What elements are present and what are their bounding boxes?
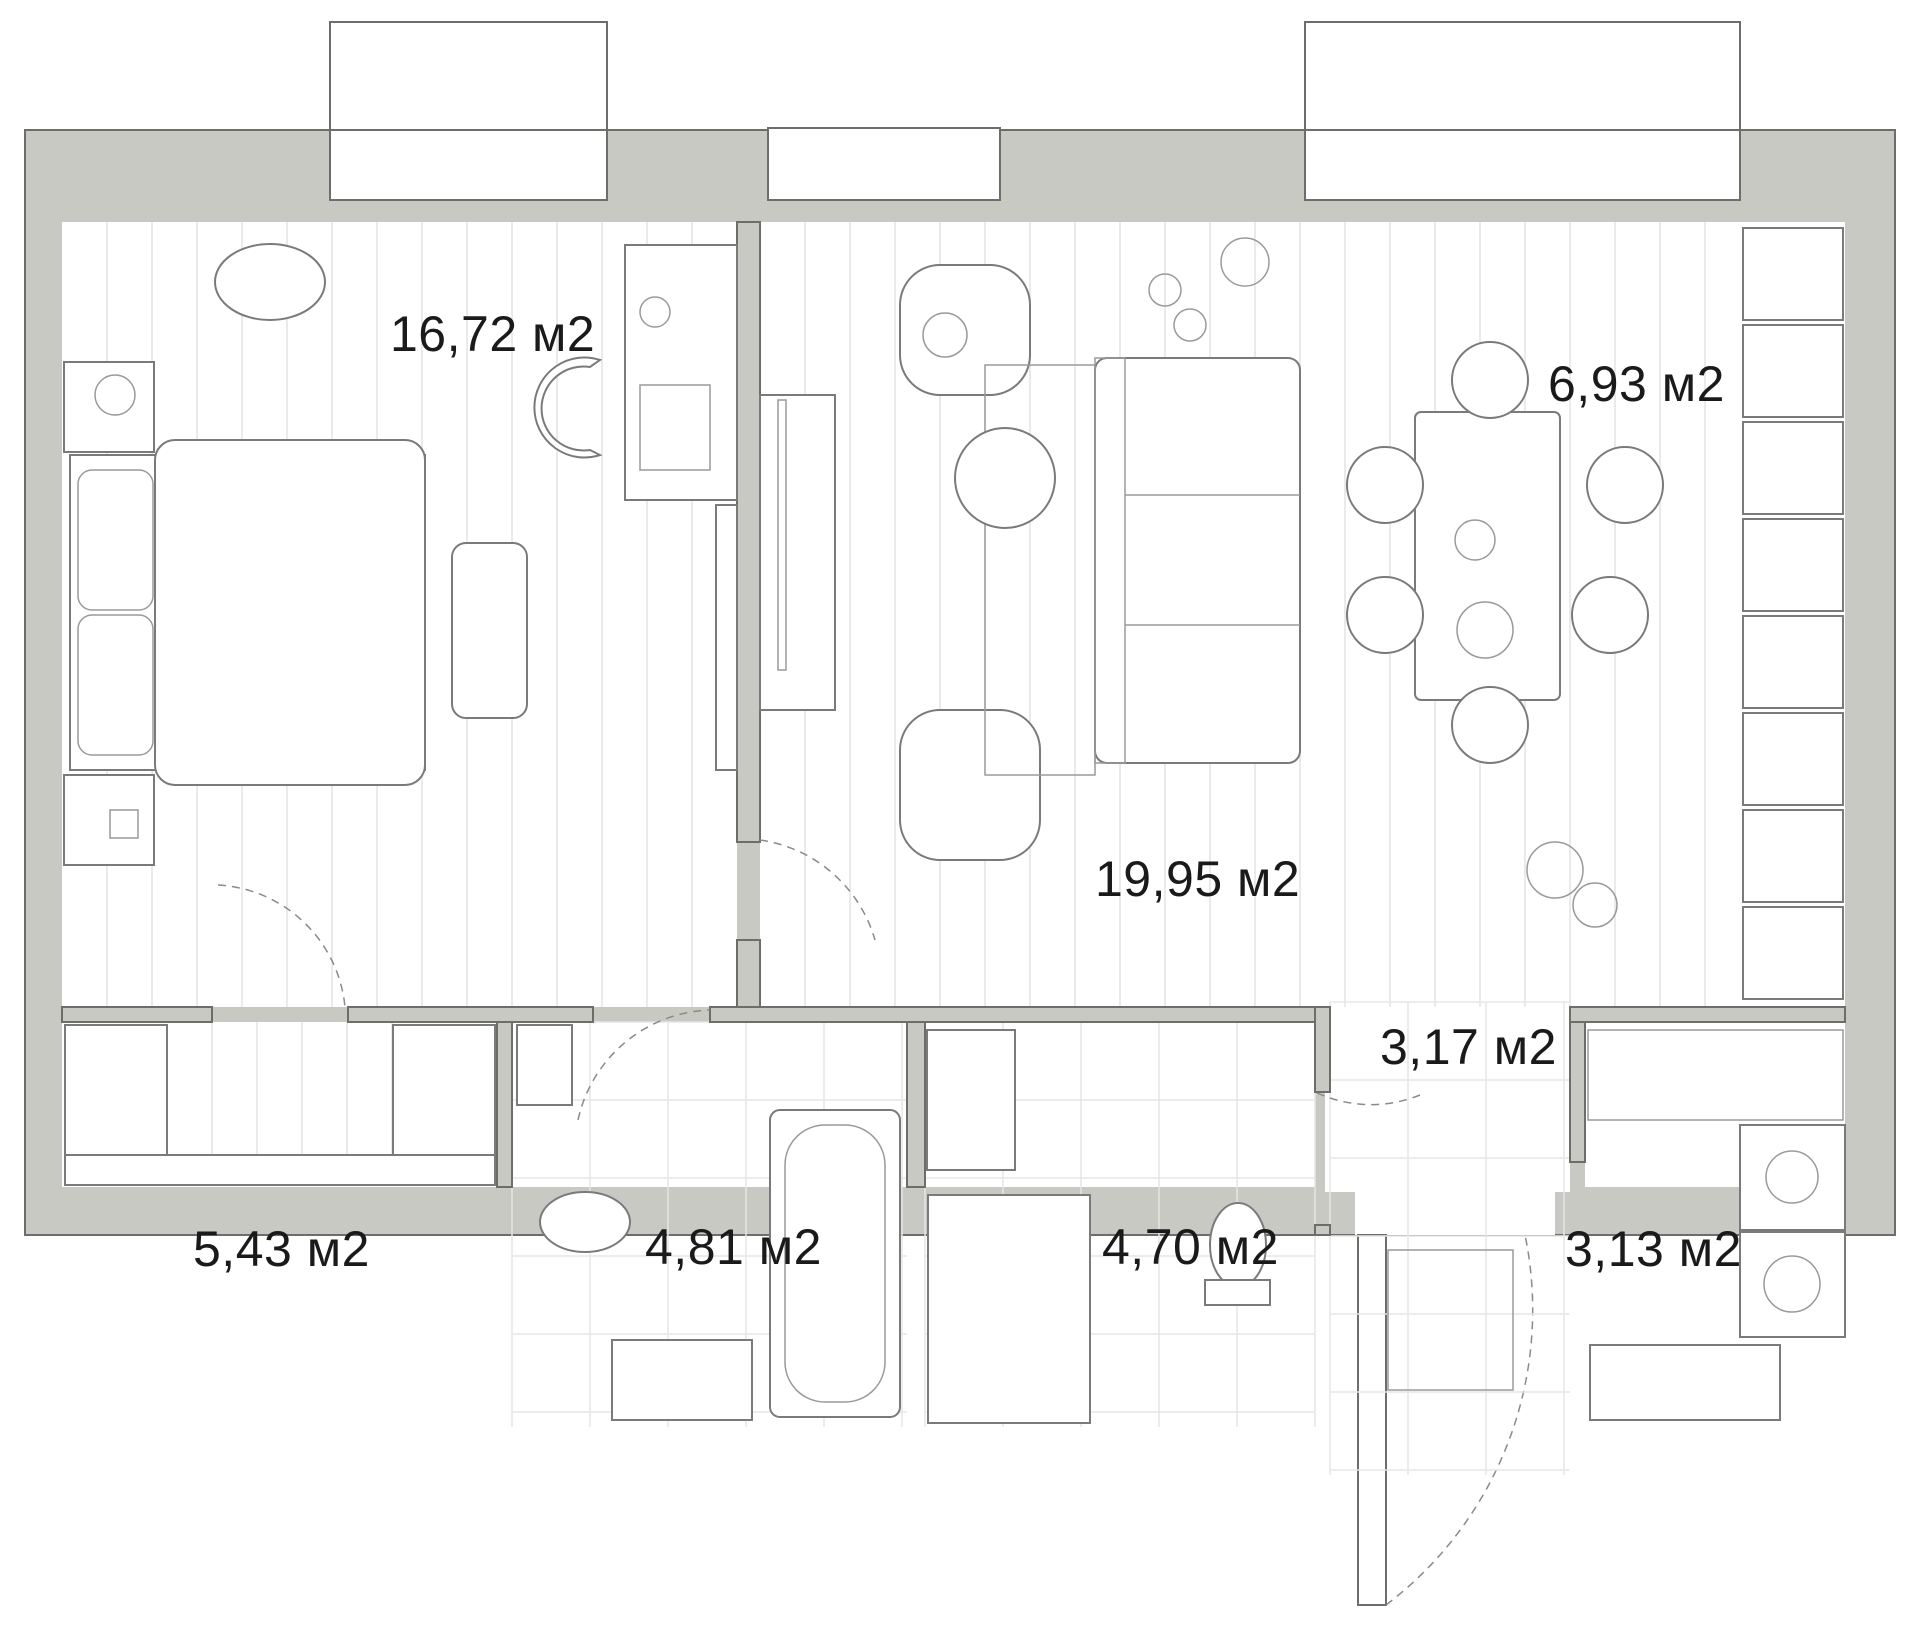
desk-chair bbox=[533, 356, 603, 459]
bench bbox=[451, 542, 528, 719]
kitchen-unit bbox=[1742, 906, 1844, 1000]
kitchen-unit bbox=[1742, 421, 1844, 515]
nightstand-bottom bbox=[63, 774, 155, 866]
entrance-door bbox=[1357, 1234, 1534, 1606]
coffee-table bbox=[954, 427, 1056, 529]
entry-mat bbox=[1387, 1249, 1514, 1391]
bed bbox=[69, 439, 426, 786]
washer-units bbox=[1589, 1124, 1846, 1421]
kitchen-unit bbox=[1742, 615, 1844, 709]
hall-floor bbox=[1325, 1002, 1570, 1192]
door-swings bbox=[217, 839, 1421, 1121]
vanity bbox=[926, 1029, 1016, 1171]
kitchen-unit bbox=[1742, 809, 1844, 903]
desk bbox=[624, 244, 738, 501]
dining-chair bbox=[1571, 576, 1649, 654]
area-bathroom: 4,81 м2 bbox=[645, 1219, 822, 1275]
sink-bathroom bbox=[611, 1339, 753, 1421]
bathtub bbox=[769, 1109, 901, 1418]
kitchen-unit bbox=[1742, 518, 1844, 612]
nightstand-top bbox=[63, 361, 155, 453]
dining-table bbox=[1414, 411, 1561, 701]
armchair-bottom bbox=[899, 709, 1041, 861]
area-shower-room: 4,70 м2 bbox=[1102, 1219, 1279, 1275]
dining-chair bbox=[1451, 686, 1529, 764]
dining-chairs bbox=[1346, 341, 1664, 764]
wardrobe-shelving bbox=[64, 1024, 496, 1186]
window-center bbox=[767, 127, 1001, 201]
kitchen-unit bbox=[1742, 227, 1844, 321]
wardrobe-panel bbox=[715, 504, 738, 771]
basket bbox=[214, 243, 326, 321]
bathroom-cabinet bbox=[516, 1024, 573, 1106]
area-hallway: 3,17 м2 bbox=[1380, 1019, 1557, 1075]
laundry-shelving bbox=[1587, 1029, 1844, 1121]
area-living-room: 19,95 м2 bbox=[1095, 851, 1301, 907]
area-bedroom: 16,72 м2 bbox=[390, 306, 596, 362]
balcony-left bbox=[329, 21, 608, 201]
balcony-right bbox=[1304, 21, 1741, 201]
tv-console bbox=[759, 394, 836, 711]
interior-walls bbox=[61, 221, 1846, 1236]
toilet-bathroom bbox=[539, 1191, 631, 1253]
sofa bbox=[1094, 357, 1301, 764]
armchair-top bbox=[899, 264, 1031, 396]
area-wardrobe: 5,43 м2 bbox=[193, 1221, 370, 1277]
kitchen-unit bbox=[1742, 324, 1844, 418]
person-walking bbox=[1526, 841, 1618, 928]
area-laundry-closet: 3,13 м2 bbox=[1565, 1221, 1742, 1277]
dining-chair bbox=[1346, 446, 1424, 524]
shower bbox=[927, 1194, 1091, 1424]
dining-chair bbox=[1451, 341, 1529, 419]
kitchen-unit bbox=[1742, 712, 1844, 806]
kitchen-counter bbox=[1742, 227, 1844, 1000]
toilet-shower-room bbox=[1204, 1202, 1271, 1306]
floor-lamp bbox=[1148, 237, 1270, 342]
dining-chair bbox=[1586, 446, 1664, 524]
area-kitchen: 6,93 м2 bbox=[1548, 356, 1725, 412]
dining-chair bbox=[1346, 576, 1424, 654]
hall-exit-floor bbox=[1355, 1187, 1555, 1235]
